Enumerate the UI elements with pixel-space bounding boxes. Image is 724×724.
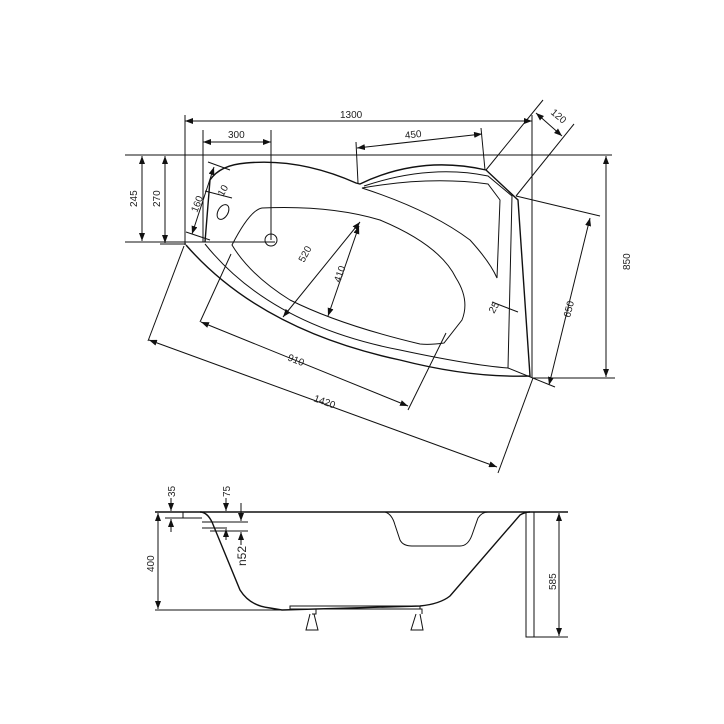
dim-label-75: 75: [222, 485, 233, 497]
ext-910-a: [199, 253, 232, 323]
dim-label-1420: 1420: [312, 393, 337, 411]
dim-label-410: 410: [332, 264, 348, 284]
dim-line-1420: [148, 339, 498, 468]
dim-label-400: 400: [146, 555, 157, 572]
dim-label-450: 450: [404, 129, 422, 142]
dim-label-245: 245: [129, 190, 140, 207]
dim-line-410: [327, 225, 360, 317]
ext-160-a: [185, 231, 211, 241]
top-view: 1300 300 450 120 245 270 160 10: [125, 99, 633, 474]
dim-label-25: 25: [487, 300, 502, 316]
dim-label-120: 120: [548, 107, 568, 126]
dim-line-910: [200, 321, 409, 407]
dim-line-120: [535, 112, 563, 137]
leg-right-icon: [410, 608, 424, 631]
ext-650-a: [515, 195, 601, 217]
dim-label-1300: 1300: [340, 110, 363, 121]
ext-650-b: [507, 367, 556, 388]
dim-label-270: 270: [152, 190, 163, 207]
side-view: 35 75 n52 400 585: [146, 485, 568, 638]
dim-line-160: [191, 166, 215, 235]
side-rim-lip: [182, 512, 202, 519]
drain-icon: [264, 233, 278, 247]
overflow-hole-icon: [216, 204, 230, 220]
dim-label-585: 585: [548, 573, 559, 590]
side-apron: [525, 511, 535, 638]
tub-outer-rim: [185, 161, 531, 377]
dim-label-650: 650: [562, 299, 577, 318]
ext-450-left: [355, 141, 359, 184]
dim-label-850: 850: [622, 253, 633, 270]
dim-label-910: 910: [286, 353, 306, 370]
ext-120-a: [485, 99, 544, 171]
leg-left-icon: [305, 608, 319, 631]
ext-1420-a: [147, 245, 185, 342]
dim-label-10: 10: [216, 183, 231, 199]
ext-1420-b: [497, 377, 534, 474]
side-seat-recess: [384, 511, 489, 547]
dim-label-520: 520: [297, 244, 315, 264]
side-tub-profile: [199, 511, 531, 611]
dim-label-300: 300: [228, 130, 245, 141]
dim-line-450: [356, 131, 483, 151]
dim-label-n52: n52: [235, 546, 249, 566]
dim-line-650: [547, 217, 592, 386]
ext-160-b: [207, 161, 231, 171]
dim-line-520: [282, 221, 361, 318]
ext-120-b: [515, 123, 575, 197]
tub-backrest: [361, 180, 501, 279]
support-plate: [289, 605, 421, 610]
dim-line-25: [491, 301, 519, 313]
dim-label-35: 35: [167, 485, 178, 497]
tub-basin: [231, 207, 466, 345]
